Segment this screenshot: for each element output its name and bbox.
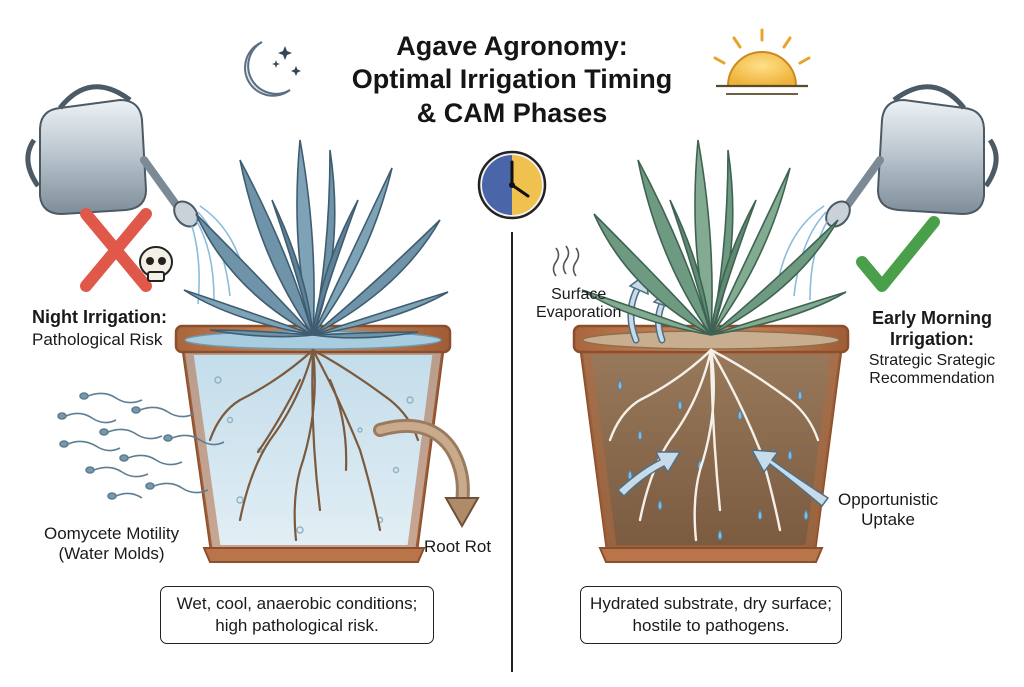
evaporation-label-line-1: Surface — [551, 286, 607, 303]
green-check-icon — [856, 216, 940, 292]
title-line-3: & CAM Phases — [416, 97, 608, 128]
right-roots — [608, 348, 820, 542]
morning-heading-line-1: Early Morning — [871, 308, 992, 328]
root-rot-label: Root Rot — [424, 537, 492, 556]
night-irrigation-subheading: Pathological Risk — [32, 330, 163, 349]
red-x-icon — [80, 208, 152, 292]
title-line-2: Optimal Irrigation Timing — [351, 64, 673, 95]
title-line-1: Agave Agronomy: — [396, 31, 628, 61]
oomycete-swarm — [57, 392, 225, 500]
night-irrigation-heading: Night Irrigation: — [32, 307, 167, 327]
evaporation-label: Surface Evaporation — [536, 286, 621, 323]
moon-stars-icon — [244, 41, 301, 97]
left-roots — [208, 348, 420, 542]
page-title: Agave Agronomy: Optimal Irrigation Timin… — [312, 30, 712, 130]
oomycete-label-line-1: Oomycete Motility — [44, 524, 180, 543]
left-caption-line-1: Wet, cool, anaerobic conditions; — [176, 594, 418, 613]
watering-can-icon — [777, 84, 999, 301]
left-caption-box: Wet, cool, anaerobic conditions; high pa… — [160, 586, 434, 644]
skull-icon — [139, 246, 173, 282]
right-caption-line-2: hostile to pathogens. — [632, 616, 790, 636]
sun-icon — [713, 28, 811, 95]
morning-subheading-line-1: Strategic Srategic — [868, 352, 996, 369]
oomycete-label-line-2: (Water Molds) — [58, 543, 165, 563]
right-agave — [581, 139, 847, 336]
uptake-label-line-1: Opportunistic — [838, 490, 939, 509]
uptake-label: Opportunistic Uptake — [838, 490, 938, 529]
uptake-label-line-2: Uptake — [861, 509, 916, 529]
right-caption-line-1: Hydrated substrate, dry surface; — [590, 594, 832, 613]
evaporation-label-line-2: Evaporation — [536, 304, 622, 322]
morning-irrigation-heading: Early Morning Irrigation: — [862, 308, 1002, 349]
clock-icon — [477, 150, 547, 220]
left-agave — [183, 139, 449, 339]
morning-irrigation-subheading: Strategic Srategic Recommendation — [844, 352, 1020, 389]
morning-heading-line-2: Irrigation: — [890, 328, 974, 349]
left-caption-line-2: high pathological risk. — [215, 616, 379, 636]
morning-subheading-line-2: Recommendation — [869, 370, 995, 388]
right-caption-box: Hydrated substrate, dry surface; hostile… — [580, 586, 842, 644]
watering-can-icon — [25, 84, 247, 305]
right-pot — [572, 324, 850, 563]
oomycete-label: Oomycete Motility (Water Molds) — [44, 524, 179, 563]
uptake-arrows — [616, 449, 830, 508]
root-rot-arrow — [373, 418, 480, 529]
